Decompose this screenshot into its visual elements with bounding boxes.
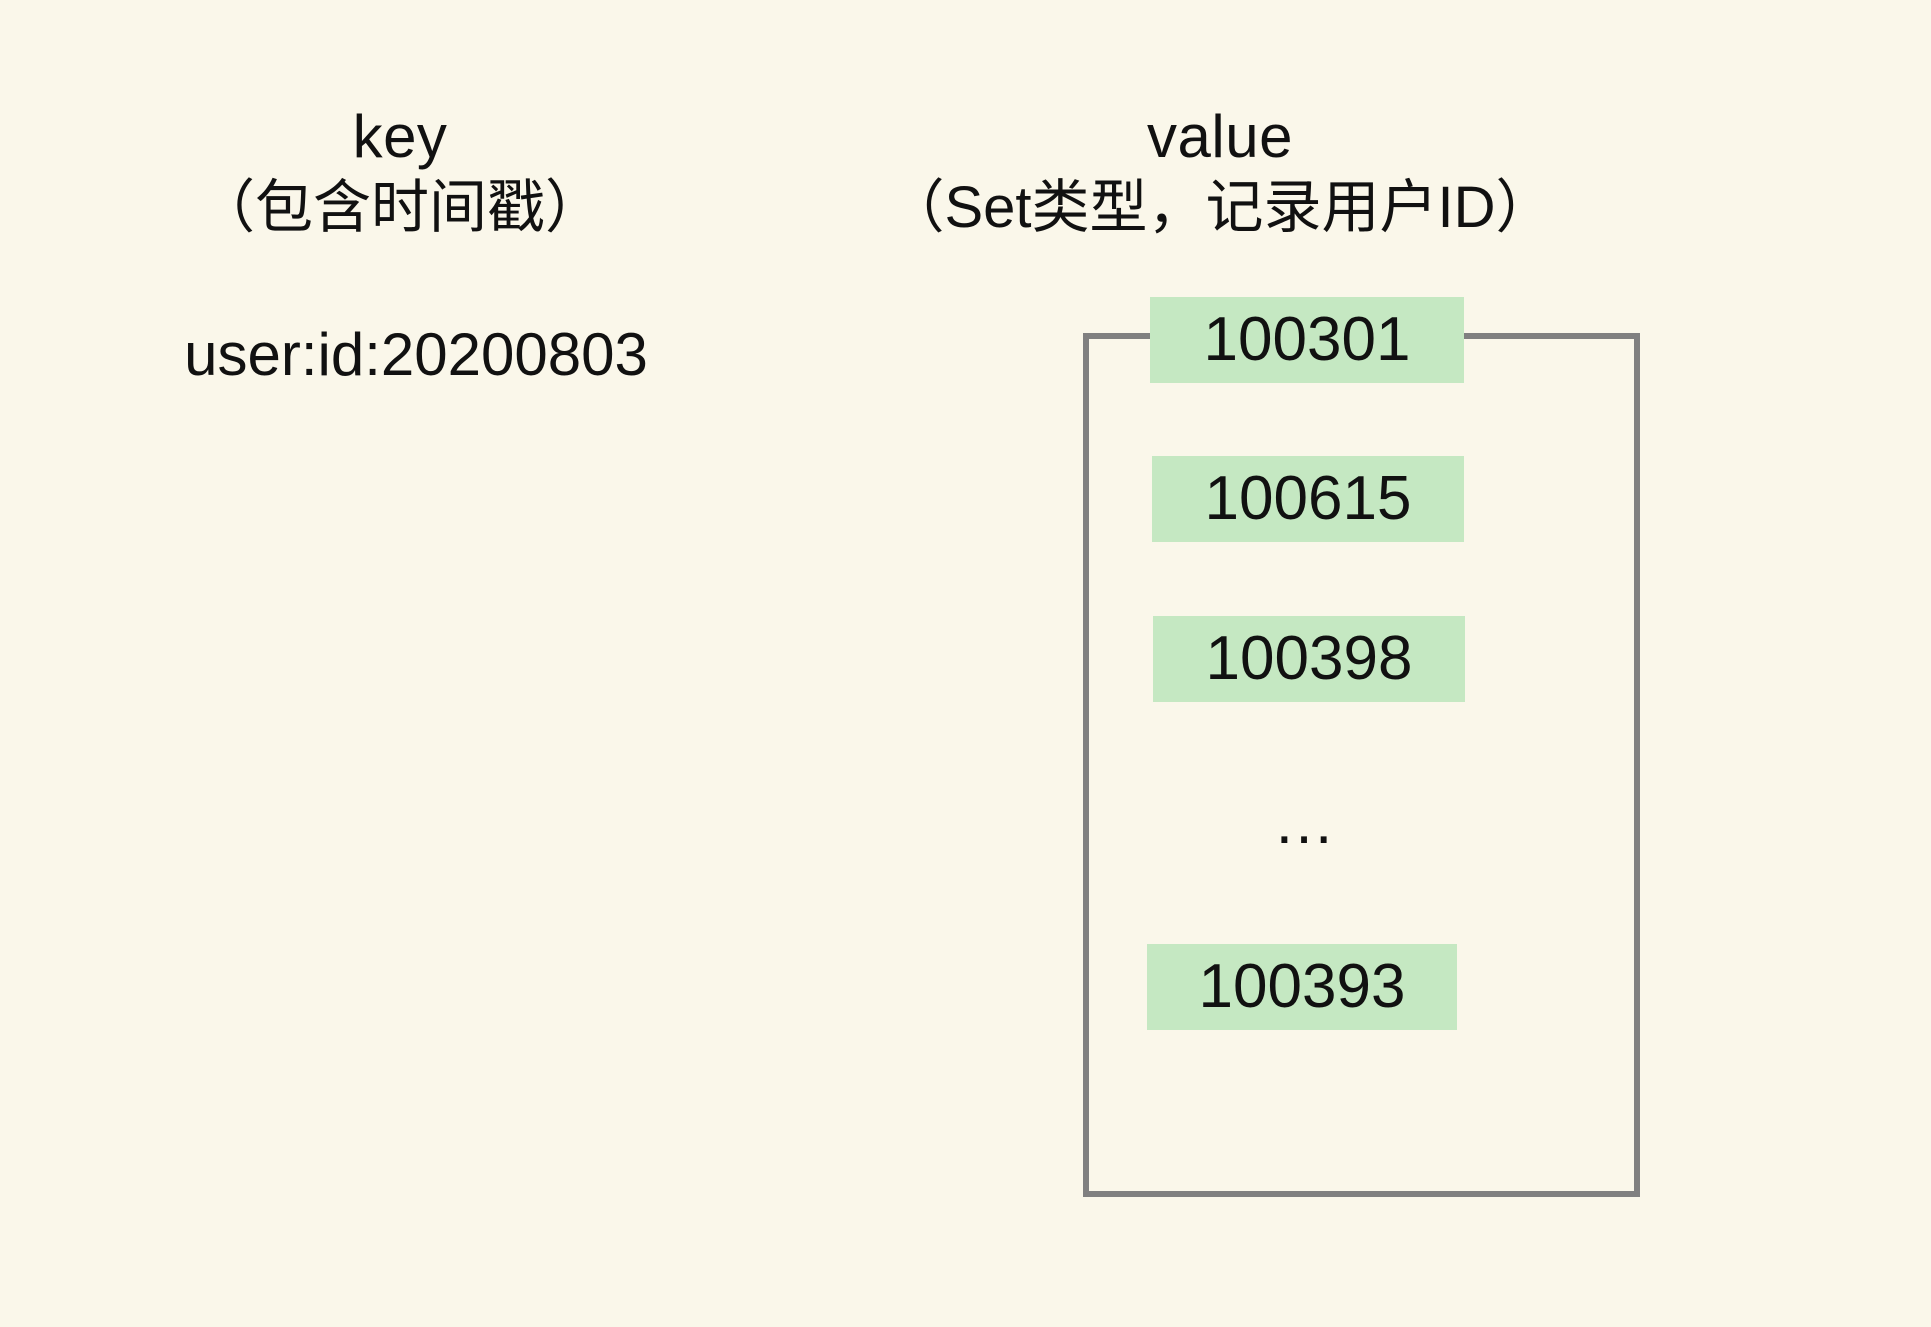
value-column-subtitle: （Set类型，记录用户ID）	[886, 175, 1554, 241]
set-item: 100301	[1150, 297, 1464, 383]
key-column-header: key （包含时间戳）	[100, 103, 700, 241]
set-container: 100301 100615 100398 … 100393	[1083, 297, 1640, 1197]
set-item: 100393	[1147, 944, 1457, 1030]
value-column-title: value	[1147, 103, 1293, 170]
set-item: 100398	[1153, 616, 1465, 702]
set-item: 100615	[1152, 456, 1464, 542]
key-column-subtitle: （包含时间戳）	[196, 175, 603, 241]
value-column-header: value （Set类型，记录用户ID）	[760, 103, 1680, 241]
key-column-title: key	[352, 103, 448, 170]
set-items-ellipsis: …	[1273, 788, 1345, 857]
key-value-text: user:id:20200803	[184, 321, 648, 388]
